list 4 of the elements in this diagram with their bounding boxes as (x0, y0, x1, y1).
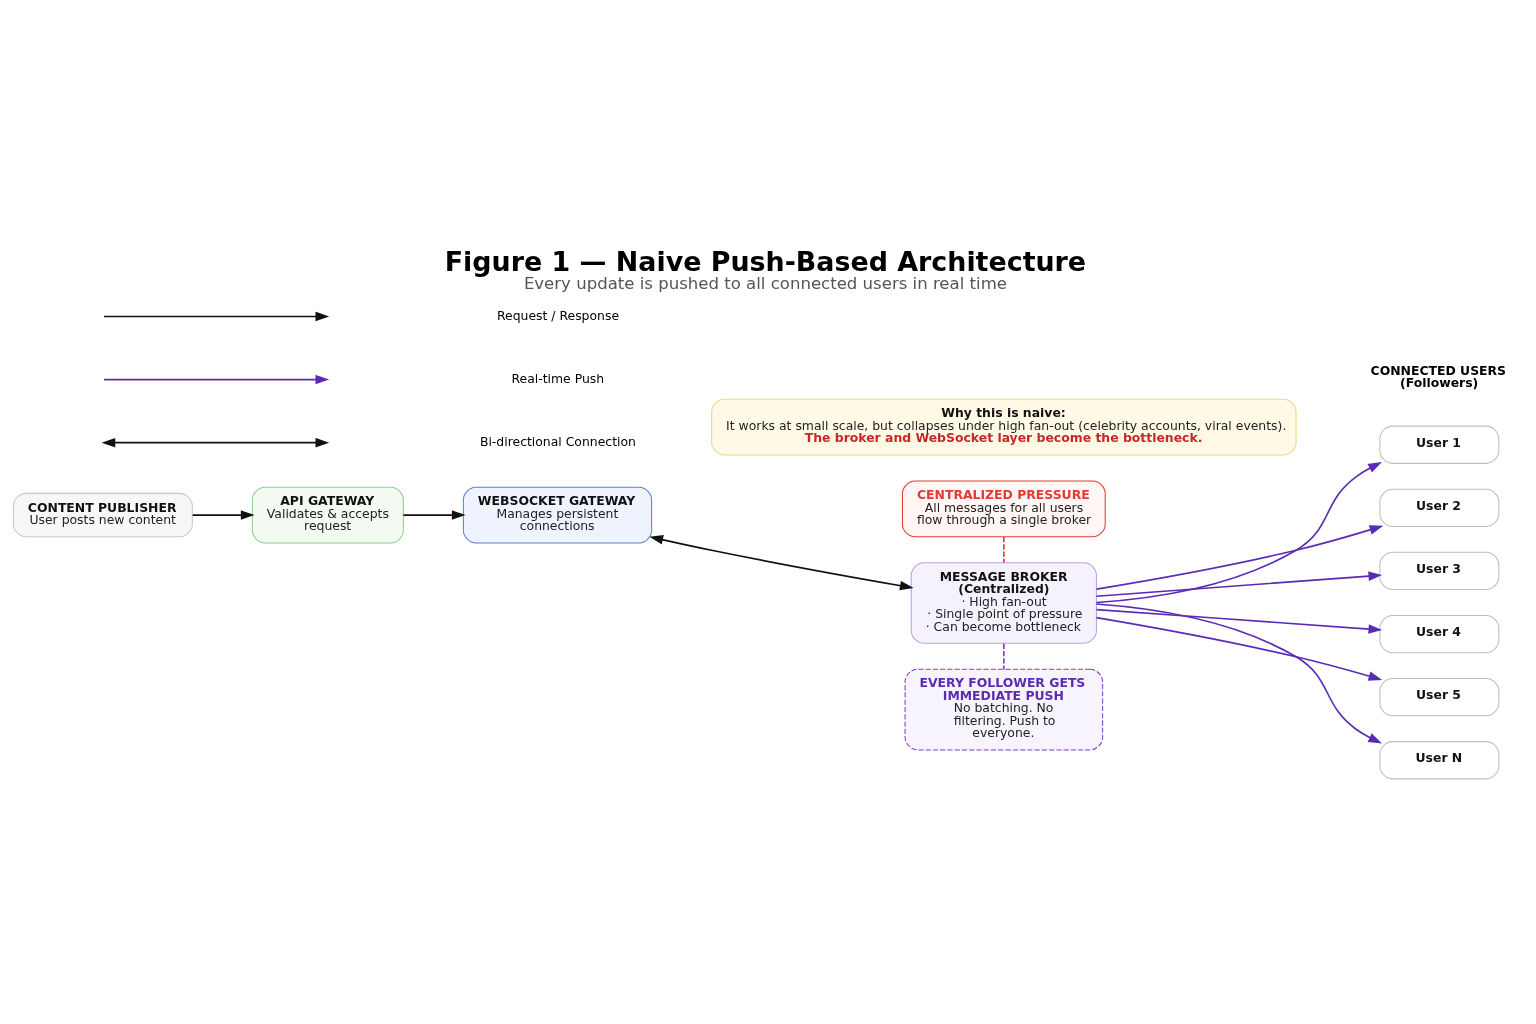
legend-label: Real-time Push (511, 370, 605, 386)
legend-label: Request / Response (496, 307, 620, 323)
label: CONNECTED USERS (Followers) (1370, 362, 1507, 390)
legend-label: Bi-directional Connection (479, 433, 636, 449)
